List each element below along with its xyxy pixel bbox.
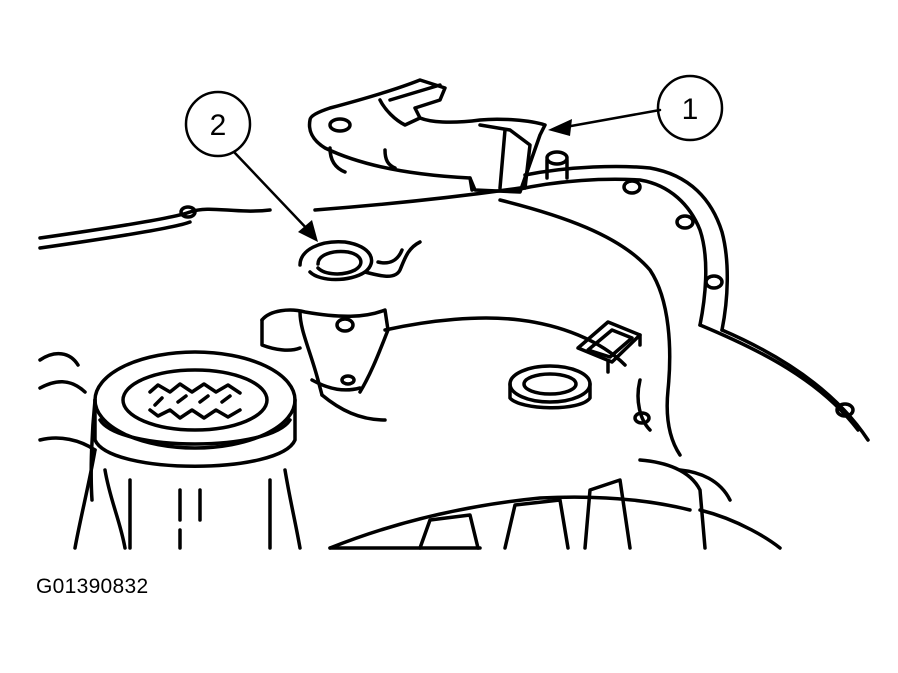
bolt-hole-icon [704, 274, 724, 290]
callout-1-label: 1 [682, 93, 699, 126]
bolt-hole-icon [335, 317, 355, 333]
output-seal-assembly [38, 350, 302, 550]
bolt-hole-icon [633, 411, 651, 425]
figure-id: G01390832 [36, 575, 149, 598]
housing-flange [38, 150, 870, 442]
pivot-hole-icon [328, 117, 352, 133]
arrowhead-icon [298, 220, 318, 242]
callout-2: 2 [184, 90, 318, 242]
callout-1: 1 [548, 74, 724, 142]
bolt-hole-icon [835, 402, 855, 418]
bolt-hole-icon [622, 179, 642, 195]
arrowhead-icon [548, 119, 572, 136]
bolt-hole-icon [675, 214, 695, 230]
housing-body [260, 198, 682, 457]
spring-part [298, 240, 422, 282]
lever-part [307, 78, 547, 194]
lower-case [328, 458, 782, 550]
bolt-hole-icon [179, 205, 197, 219]
callout-2-label: 2 [210, 109, 227, 142]
cup-plug [508, 364, 592, 404]
